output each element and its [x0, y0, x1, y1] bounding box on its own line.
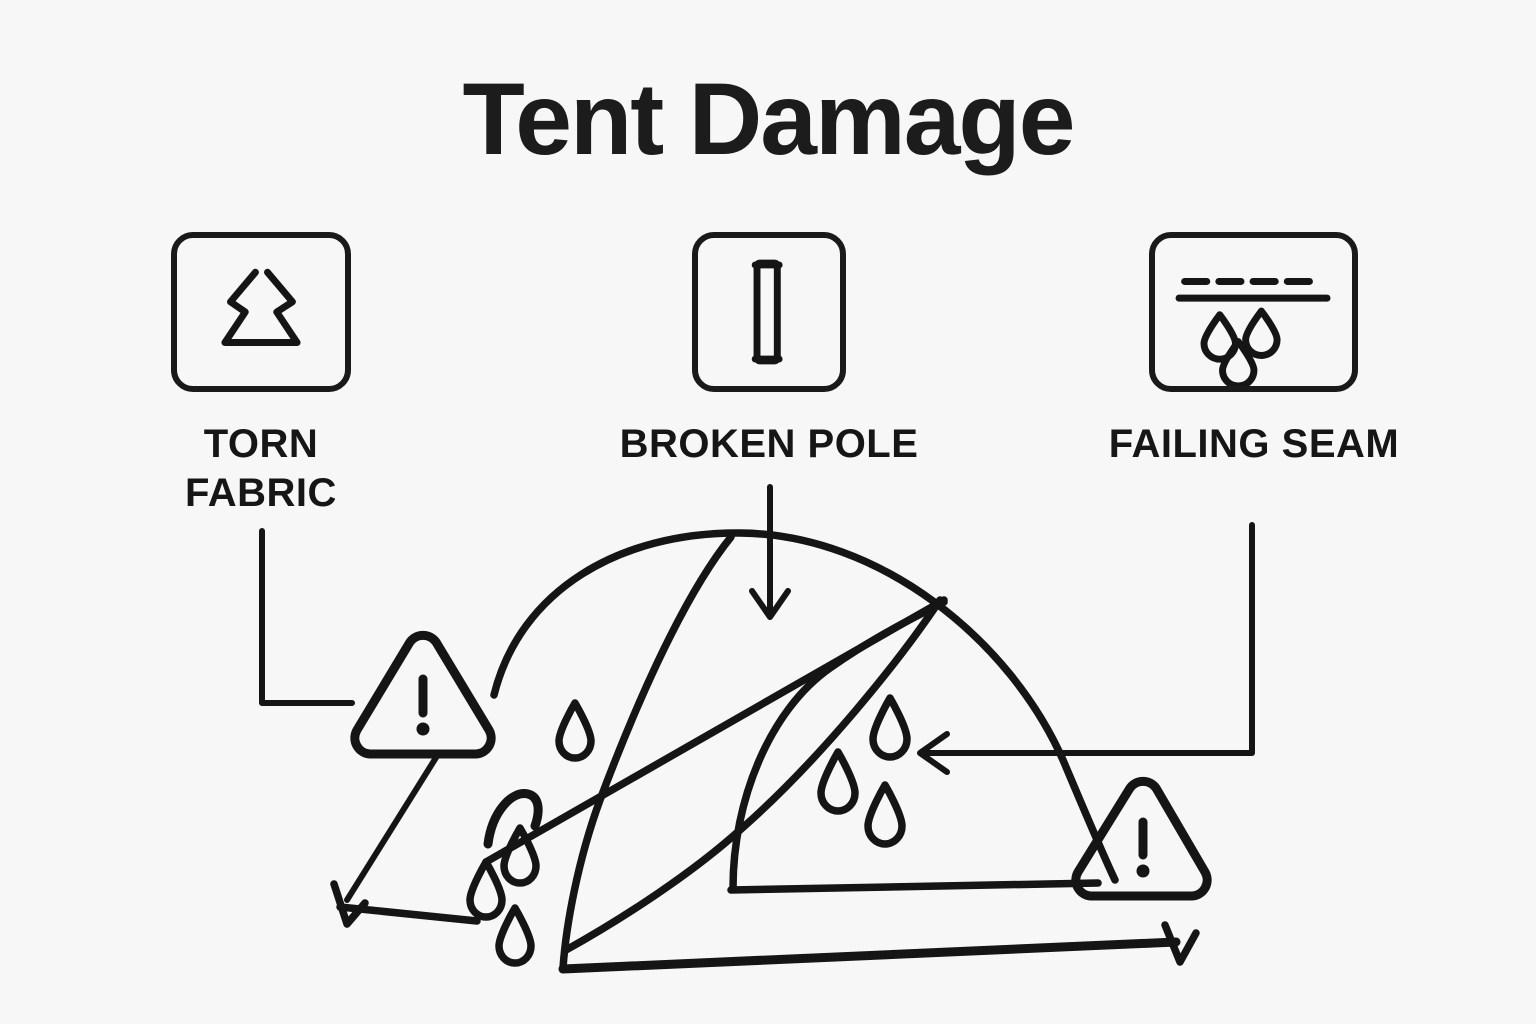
icon-card-broken-pole[interactable]	[692, 232, 846, 392]
label-torn-fabric: TORN FABRIC	[185, 422, 337, 515]
label-broken-pole: BROKEN POLE	[619, 422, 919, 466]
broken-pole-icon	[751, 259, 783, 365]
torn-fabric-flap	[483, 789, 543, 849]
tent-body	[482, 529, 1181, 974]
warning-failing-seam[interactable]	[1071, 776, 1212, 901]
leader-broken-pole	[749, 484, 791, 620]
guy-line-right	[1161, 921, 1200, 966]
rain-droplets-inside	[817, 694, 911, 848]
label-failing-seam: FAILING SEAM	[1108, 422, 1400, 466]
icon-card-failing-seam[interactable]	[1149, 232, 1358, 392]
rain-droplets-outside	[466, 699, 595, 967]
icon-card-torn-fabric[interactable]	[171, 232, 351, 392]
failing-seam-icon	[1175, 278, 1331, 386]
leader-failing-seam	[917, 522, 1255, 775]
warning-torn-fabric[interactable]	[350, 630, 496, 759]
leader-torn-fabric	[259, 528, 355, 706]
guy-line-left	[330, 753, 481, 928]
torn-fabric-icon	[221, 268, 301, 346]
page-title: Tent Damage	[462, 62, 1076, 176]
